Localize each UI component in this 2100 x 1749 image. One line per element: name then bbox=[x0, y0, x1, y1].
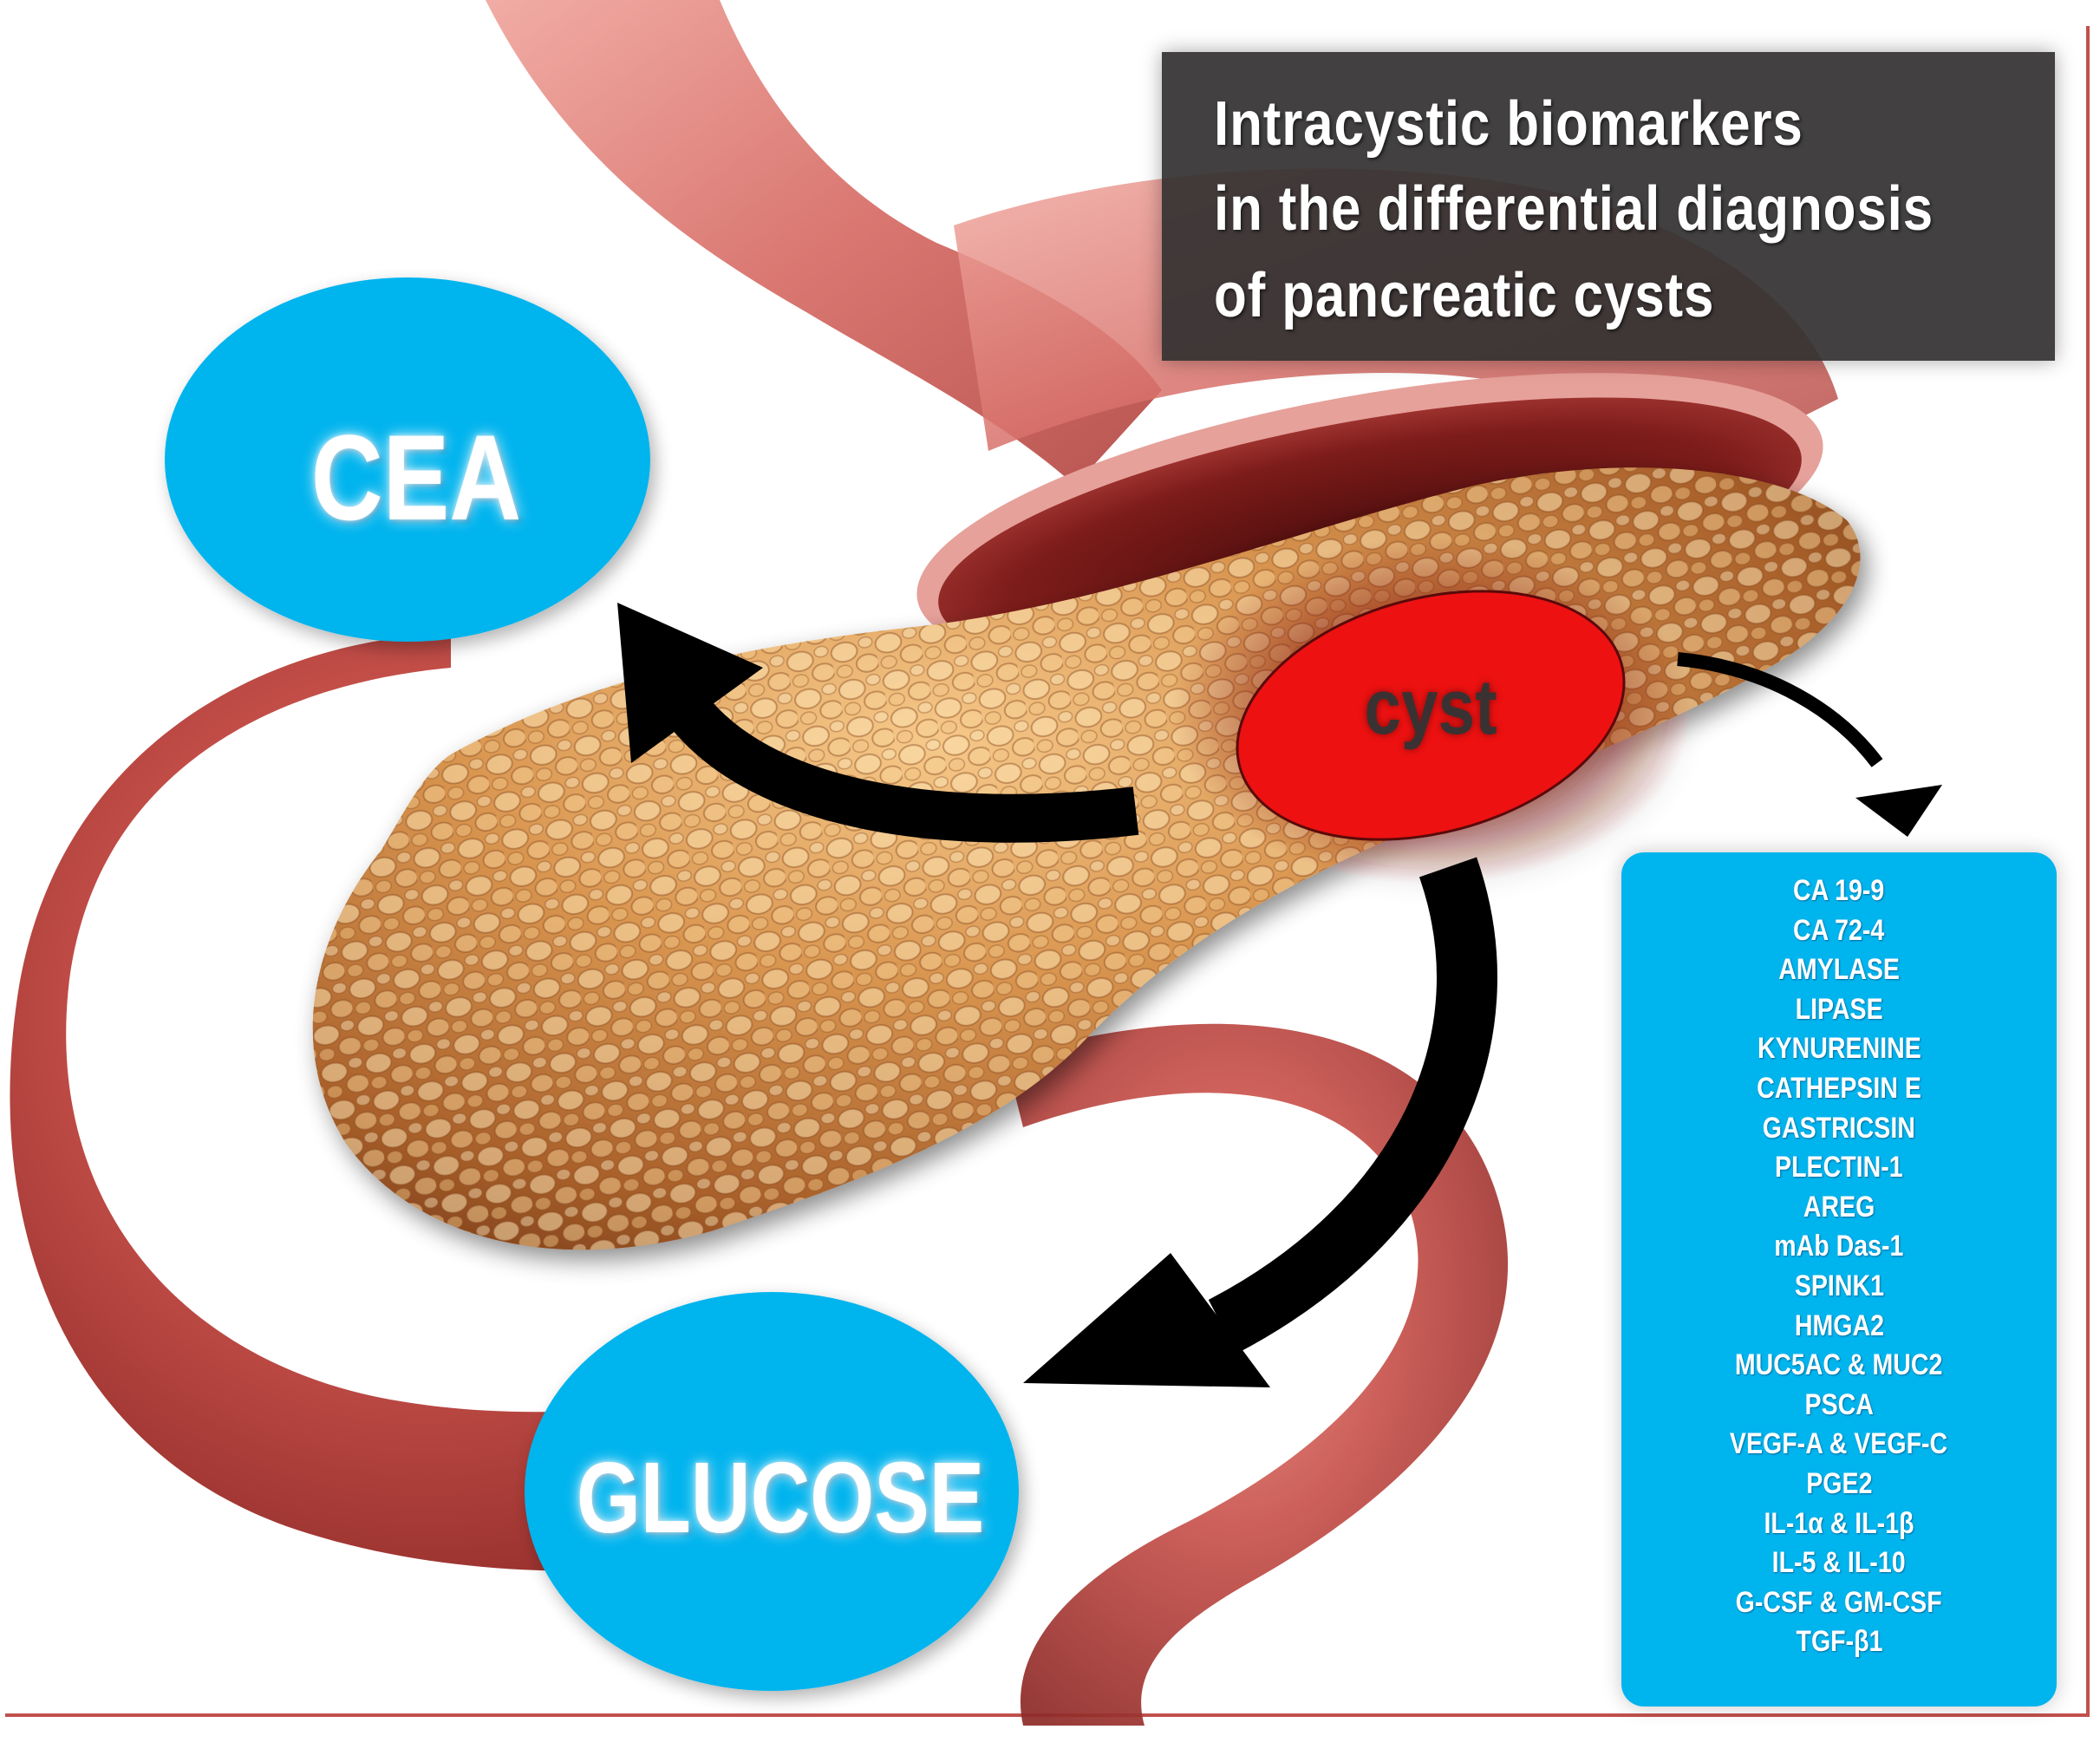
biomarker-item: CA 19-9 bbox=[1621, 871, 2057, 911]
biomarker-label: GASTRICSIN bbox=[1762, 1111, 1916, 1145]
biomarker-label: AMYLASE bbox=[1778, 953, 1900, 987]
title-line: of pancreatic cysts bbox=[1214, 261, 1715, 330]
arrow-to-panel bbox=[1677, 652, 1883, 767]
biomarker-item: IL-1α & IL-1β bbox=[1621, 1504, 2057, 1544]
biomarker-item: VEGF-A & VEGF-C bbox=[1621, 1425, 2057, 1465]
biomarker-item: TGF-β1 bbox=[1621, 1622, 2057, 1662]
biomarker-label: CA 72-4 bbox=[1793, 913, 1885, 947]
biomarker-label: LIPASE bbox=[1795, 992, 1883, 1026]
jejunum bbox=[1006, 1023, 1509, 1726]
biomarker-label: IL-5 & IL-10 bbox=[1772, 1546, 1906, 1580]
glucose-bubble bbox=[525, 1292, 1019, 1691]
biomarker-label: G-CSF & GM-CSF bbox=[1736, 1585, 1942, 1619]
biomarker-item: PLECTIN-1 bbox=[1621, 1148, 2057, 1188]
cyst bbox=[1236, 590, 1626, 841]
biomarker-label: TGF-β1 bbox=[1796, 1625, 1882, 1659]
biomarker-label: AREG bbox=[1803, 1190, 1875, 1224]
biomarker-item: HMGA2 bbox=[1621, 1307, 2057, 1347]
biomarker-item: GASTRICSIN bbox=[1621, 1109, 2057, 1149]
biomarker-item: MUC5AC & MUC2 bbox=[1621, 1346, 2057, 1386]
biomarker-item: AMYLASE bbox=[1621, 950, 2057, 990]
biomarker-label: CATHEPSIN E bbox=[1757, 1071, 1921, 1105]
biomarker-label: KYNURENINE bbox=[1757, 1032, 1921, 1066]
biomarker-item: CATHEPSIN E bbox=[1621, 1069, 2057, 1109]
biomarker-label: VEGF-A & VEGF-C bbox=[1730, 1427, 1948, 1461]
biomarker-label: mAb Das-1 bbox=[1774, 1230, 1904, 1263]
biomarker-label: PLECTIN-1 bbox=[1775, 1151, 1903, 1184]
glucose-label: GLUCOSE bbox=[576, 1441, 985, 1554]
biomarker-item: AREG bbox=[1621, 1188, 2057, 1228]
biomarker-item: mAb Das-1 bbox=[1621, 1227, 2057, 1267]
biomarker-item: CA 72-4 bbox=[1621, 911, 2057, 951]
title-line: in the differential diagnosis bbox=[1214, 174, 1934, 244]
biomarker-item: IL-5 & IL-10 bbox=[1621, 1543, 2057, 1583]
arrow-to-glucose bbox=[1208, 857, 1497, 1354]
title-line: Intracystic biomarkers bbox=[1214, 89, 1803, 159]
arrow-to-panel-head bbox=[1855, 785, 1942, 837]
biomarker-item: PGE2 bbox=[1621, 1465, 2057, 1504]
biomarker-label: CA 19-9 bbox=[1793, 874, 1885, 907]
biomarker-item: LIPASE bbox=[1621, 990, 2057, 1030]
biomarker-label: MUC5AC & MUC2 bbox=[1735, 1348, 1943, 1382]
title-box: Intracystic biomarkers in the differenti… bbox=[1162, 52, 2055, 361]
biomarker-label: HMGA2 bbox=[1794, 1308, 1884, 1342]
cyst-label: cyst bbox=[1364, 664, 1497, 751]
arrow-to-glucose-head bbox=[1023, 1253, 1270, 1387]
arrow-to-cea-head bbox=[617, 603, 763, 763]
biomarker-item: PSCA bbox=[1621, 1386, 2057, 1426]
arrow-to-cea bbox=[665, 691, 1139, 843]
cea-label: CEA bbox=[310, 409, 522, 545]
biomarker-label: PSCA bbox=[1804, 1387, 1874, 1421]
biomarker-item: SPINK1 bbox=[1621, 1267, 2057, 1307]
biomarker-item: KYNURENINE bbox=[1621, 1029, 2057, 1069]
biomarker-label: IL-1α & IL-1β bbox=[1764, 1506, 1914, 1540]
biomarker-label: PGE2 bbox=[1805, 1466, 1873, 1500]
cea-bubble bbox=[165, 277, 650, 642]
biomarker-item: G-CSF & GM-CSF bbox=[1621, 1583, 2057, 1623]
biomarker-label: SPINK1 bbox=[1794, 1269, 1884, 1302]
